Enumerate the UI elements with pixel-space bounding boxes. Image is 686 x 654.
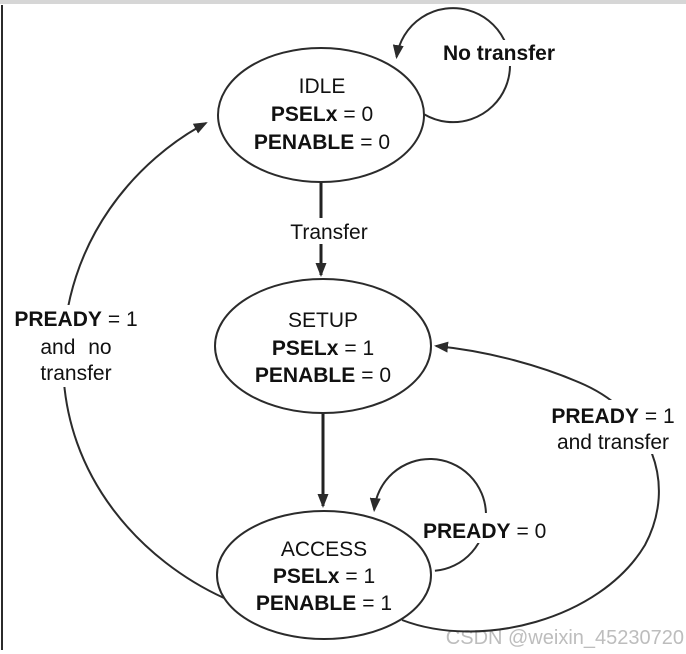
pready1-no-transfer-label-bg — [6, 305, 148, 387]
state-idle-signal-2: PENABLE= 0 — [254, 131, 390, 154]
label-transfer: Transfer — [290, 221, 367, 244]
svg-text:and transfer: and transfer — [557, 431, 669, 454]
state-idle-name: IDLE — [299, 75, 346, 98]
label-pready1-and-transfer: PREADY= 1 and transfer — [551, 405, 674, 454]
label-pready0: PREADY= 0 — [423, 520, 546, 543]
svg-text:and no: and no — [40, 336, 111, 359]
top-gray-strip — [0, 0, 686, 4]
state-idle-signal-1: PSELx= 0 — [271, 103, 373, 126]
pready0-label-bg — [420, 513, 566, 543]
pready1-transfer-label-bg — [542, 400, 686, 454]
state-setup-ellipse — [214, 278, 432, 414]
state-idle: IDLE PSELx= 0 PENABLE= 0 — [217, 47, 425, 183]
transition-access-to-setup-arrow — [401, 341, 660, 633]
no-transfer-label-bg — [432, 40, 566, 66]
state-access-ellipse — [216, 510, 432, 640]
svg-text:PREADY= 1: PREADY= 1 — [14, 308, 137, 331]
state-idle-ellipse — [217, 47, 425, 183]
label-no-transfer: No transfer — [443, 42, 555, 65]
state-setup-name: SETUP — [288, 309, 358, 332]
transfer-label-bg — [278, 218, 382, 244]
state-setup-signal-1: PSELx= 1 — [272, 337, 374, 360]
state-access: ACCESS PSELx= 1 PENABLE= 1 — [216, 510, 432, 640]
state-setup-signal-2: PENABLE= 0 — [255, 364, 391, 387]
watermark-text: CSDN @weixin_45230720 — [446, 627, 684, 649]
svg-text:transfer: transfer — [40, 362, 111, 385]
label-pready1-and-no-transfer: PREADY= 1 and no transfer — [14, 308, 137, 385]
state-access-signal-2: PENABLE= 1 — [256, 592, 392, 615]
transition-access-self-arrow — [369, 458, 487, 572]
state-access-signal-1: PSELx= 1 — [273, 565, 375, 588]
state-access-name: ACCESS — [281, 538, 367, 561]
state-setup: SETUP PSELx= 1 PENABLE= 0 — [214, 278, 432, 414]
svg-text:PREADY= 1: PREADY= 1 — [551, 405, 674, 428]
